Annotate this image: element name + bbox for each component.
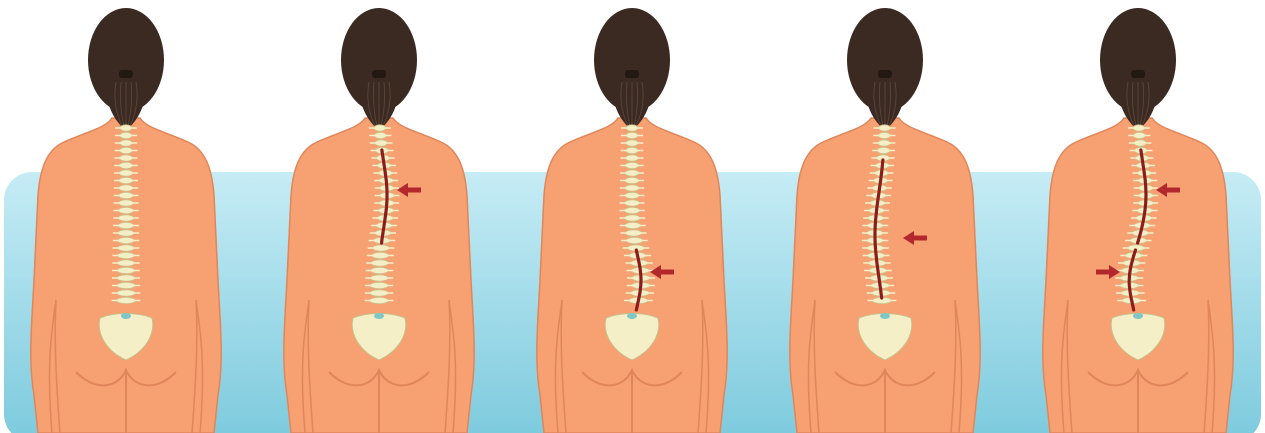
figure-svg [253,0,506,433]
coccyx-marker [374,313,384,319]
figure-svg [1012,0,1265,433]
coccyx-marker [121,313,131,319]
coccyx-marker [627,313,637,319]
hair-tie [1131,70,1145,78]
figure-double-curve [1012,0,1265,433]
figure-svg [0,0,253,433]
figure-normal-spine [0,0,253,433]
hair-tie [625,70,639,78]
coccyx-marker [1133,313,1143,319]
figure-long-curve [759,0,1012,433]
coccyx-marker [880,313,890,319]
hair-tie [119,70,133,78]
hair-tie [878,70,892,78]
figure-upper-curve [253,0,506,433]
hair-tie [372,70,386,78]
figure-lower-curve [506,0,759,433]
figure-svg [506,0,759,433]
figure-svg [759,0,1012,433]
